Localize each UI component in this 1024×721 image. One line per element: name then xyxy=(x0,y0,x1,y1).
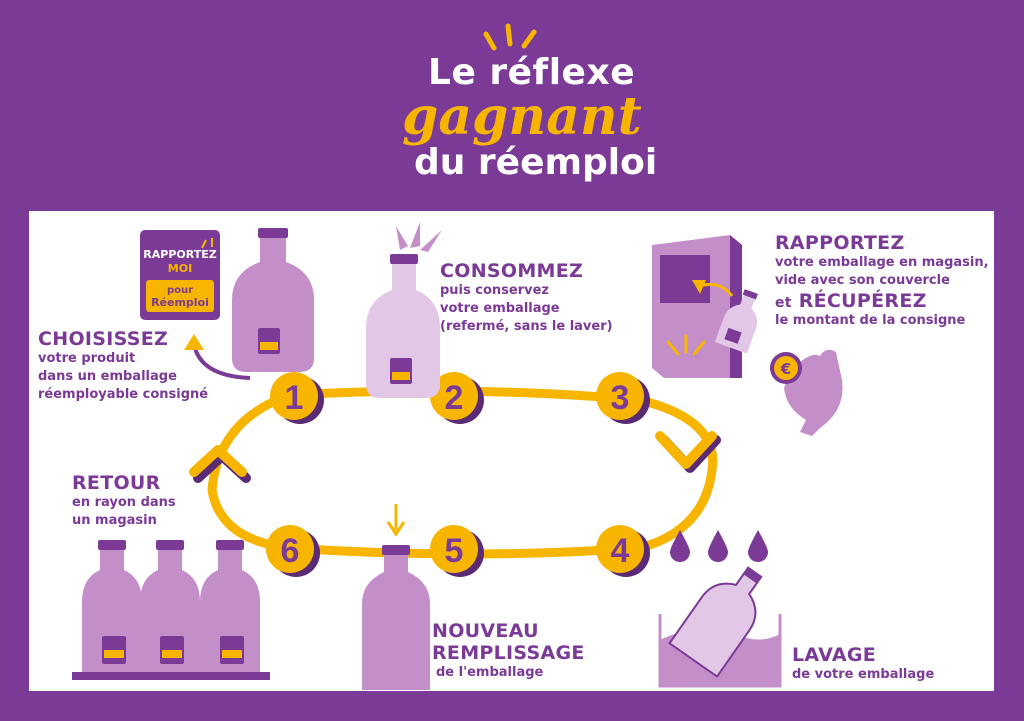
step-3-text: RAPPORTEZ votre emballage en magasin, vi… xyxy=(775,232,989,330)
step-5-line-1: de l'emballage xyxy=(436,665,544,680)
title-line-3: du réemploi xyxy=(414,142,658,183)
step-1-line-1: votre produit xyxy=(38,351,136,366)
step-2-text: CONSOMMEZ puis conservez votre emballage… xyxy=(440,260,613,336)
step-1-number: 1 xyxy=(285,379,304,417)
sparkle-icon xyxy=(483,23,537,51)
step-2-line-2: votre emballage xyxy=(440,301,560,316)
washing-tank xyxy=(658,566,782,688)
title-line-1: Le réflexe xyxy=(428,52,636,93)
step-5-heading: NOUVEAU xyxy=(432,620,539,642)
step-number-1 xyxy=(270,372,324,424)
step-4-number: 4 xyxy=(611,532,630,570)
bottle-step-3 xyxy=(714,289,758,354)
step-4-text: LAVAGE de votre emballage xyxy=(792,644,934,684)
step-6-line-2: un magasin xyxy=(72,513,157,528)
step-4-heading: LAVAGE xyxy=(792,644,877,666)
step-6-line-1: en rayon dans xyxy=(72,495,176,510)
water-drops-icon xyxy=(670,530,768,562)
title-line-2: gagnant xyxy=(402,86,642,147)
step-6-heading: RETOUR xyxy=(72,472,161,494)
step-5-text: NOUVEAU REMPLISSAGE de l'emballage xyxy=(432,620,585,682)
step-5-number: 5 xyxy=(445,532,464,570)
step-4-line-1: de votre emballage xyxy=(792,667,935,682)
step-3-number: 3 xyxy=(611,379,630,417)
step-3-heading: RAPPORTEZ xyxy=(775,232,905,254)
badge-line-3: pour xyxy=(167,285,193,296)
step-2-line-1: puis conservez xyxy=(440,283,549,298)
step-1-text: CHOISISSEZ votre produit dans un emballa… xyxy=(38,328,208,404)
step-number-3 xyxy=(596,372,650,424)
vending-machine xyxy=(652,235,742,378)
step-2-line-3: (refermé, sans le laver) xyxy=(440,319,613,334)
step-3-line-3: le montant de la consigne xyxy=(775,313,966,328)
badge-line-1: RAPPORTEZ xyxy=(143,248,216,261)
step-2-number: 2 xyxy=(445,379,464,417)
step-3-heading-2-row: et RÉCUPÉREZ xyxy=(775,290,989,312)
step-5-heading-b: REMPLISSAGE xyxy=(432,642,585,664)
badge-line-4: Réemploi xyxy=(151,296,209,309)
step-1-line-3: réemployable consigné xyxy=(38,387,209,402)
bottle-step-2 xyxy=(366,222,442,398)
step-number-2 xyxy=(430,372,484,424)
step-3-connector: et xyxy=(775,295,792,311)
coin-euro-icon: € xyxy=(780,360,791,378)
bottle-step-1 xyxy=(232,228,314,372)
badge-line-2: MOI xyxy=(168,262,192,275)
step-6-number: 6 xyxy=(281,532,300,570)
title-block: Le réflexe gagnant du réemploi xyxy=(0,0,1024,205)
step-6-text: RETOUR en rayon dans un magasin xyxy=(72,472,176,530)
step-number-4 xyxy=(596,525,650,577)
bottle-step-5 xyxy=(362,504,430,690)
step-3-heading-2: RÉCUPÉREZ xyxy=(798,290,927,312)
hand-with-coin xyxy=(770,349,843,436)
step-number-6 xyxy=(266,525,320,577)
step-3-line-1: votre emballage en magasin, xyxy=(775,255,989,270)
step-number-5 xyxy=(430,525,484,577)
step-1-heading: CHOISISSEZ xyxy=(38,328,169,350)
bottles-on-shelf xyxy=(72,540,270,680)
step-2-heading: CONSOMMEZ xyxy=(440,260,584,282)
step-3-line-2: vide avec son couvercle xyxy=(775,273,950,288)
reemploi-badge xyxy=(140,230,220,320)
step-1-line-2: dans un emballage xyxy=(38,369,177,384)
